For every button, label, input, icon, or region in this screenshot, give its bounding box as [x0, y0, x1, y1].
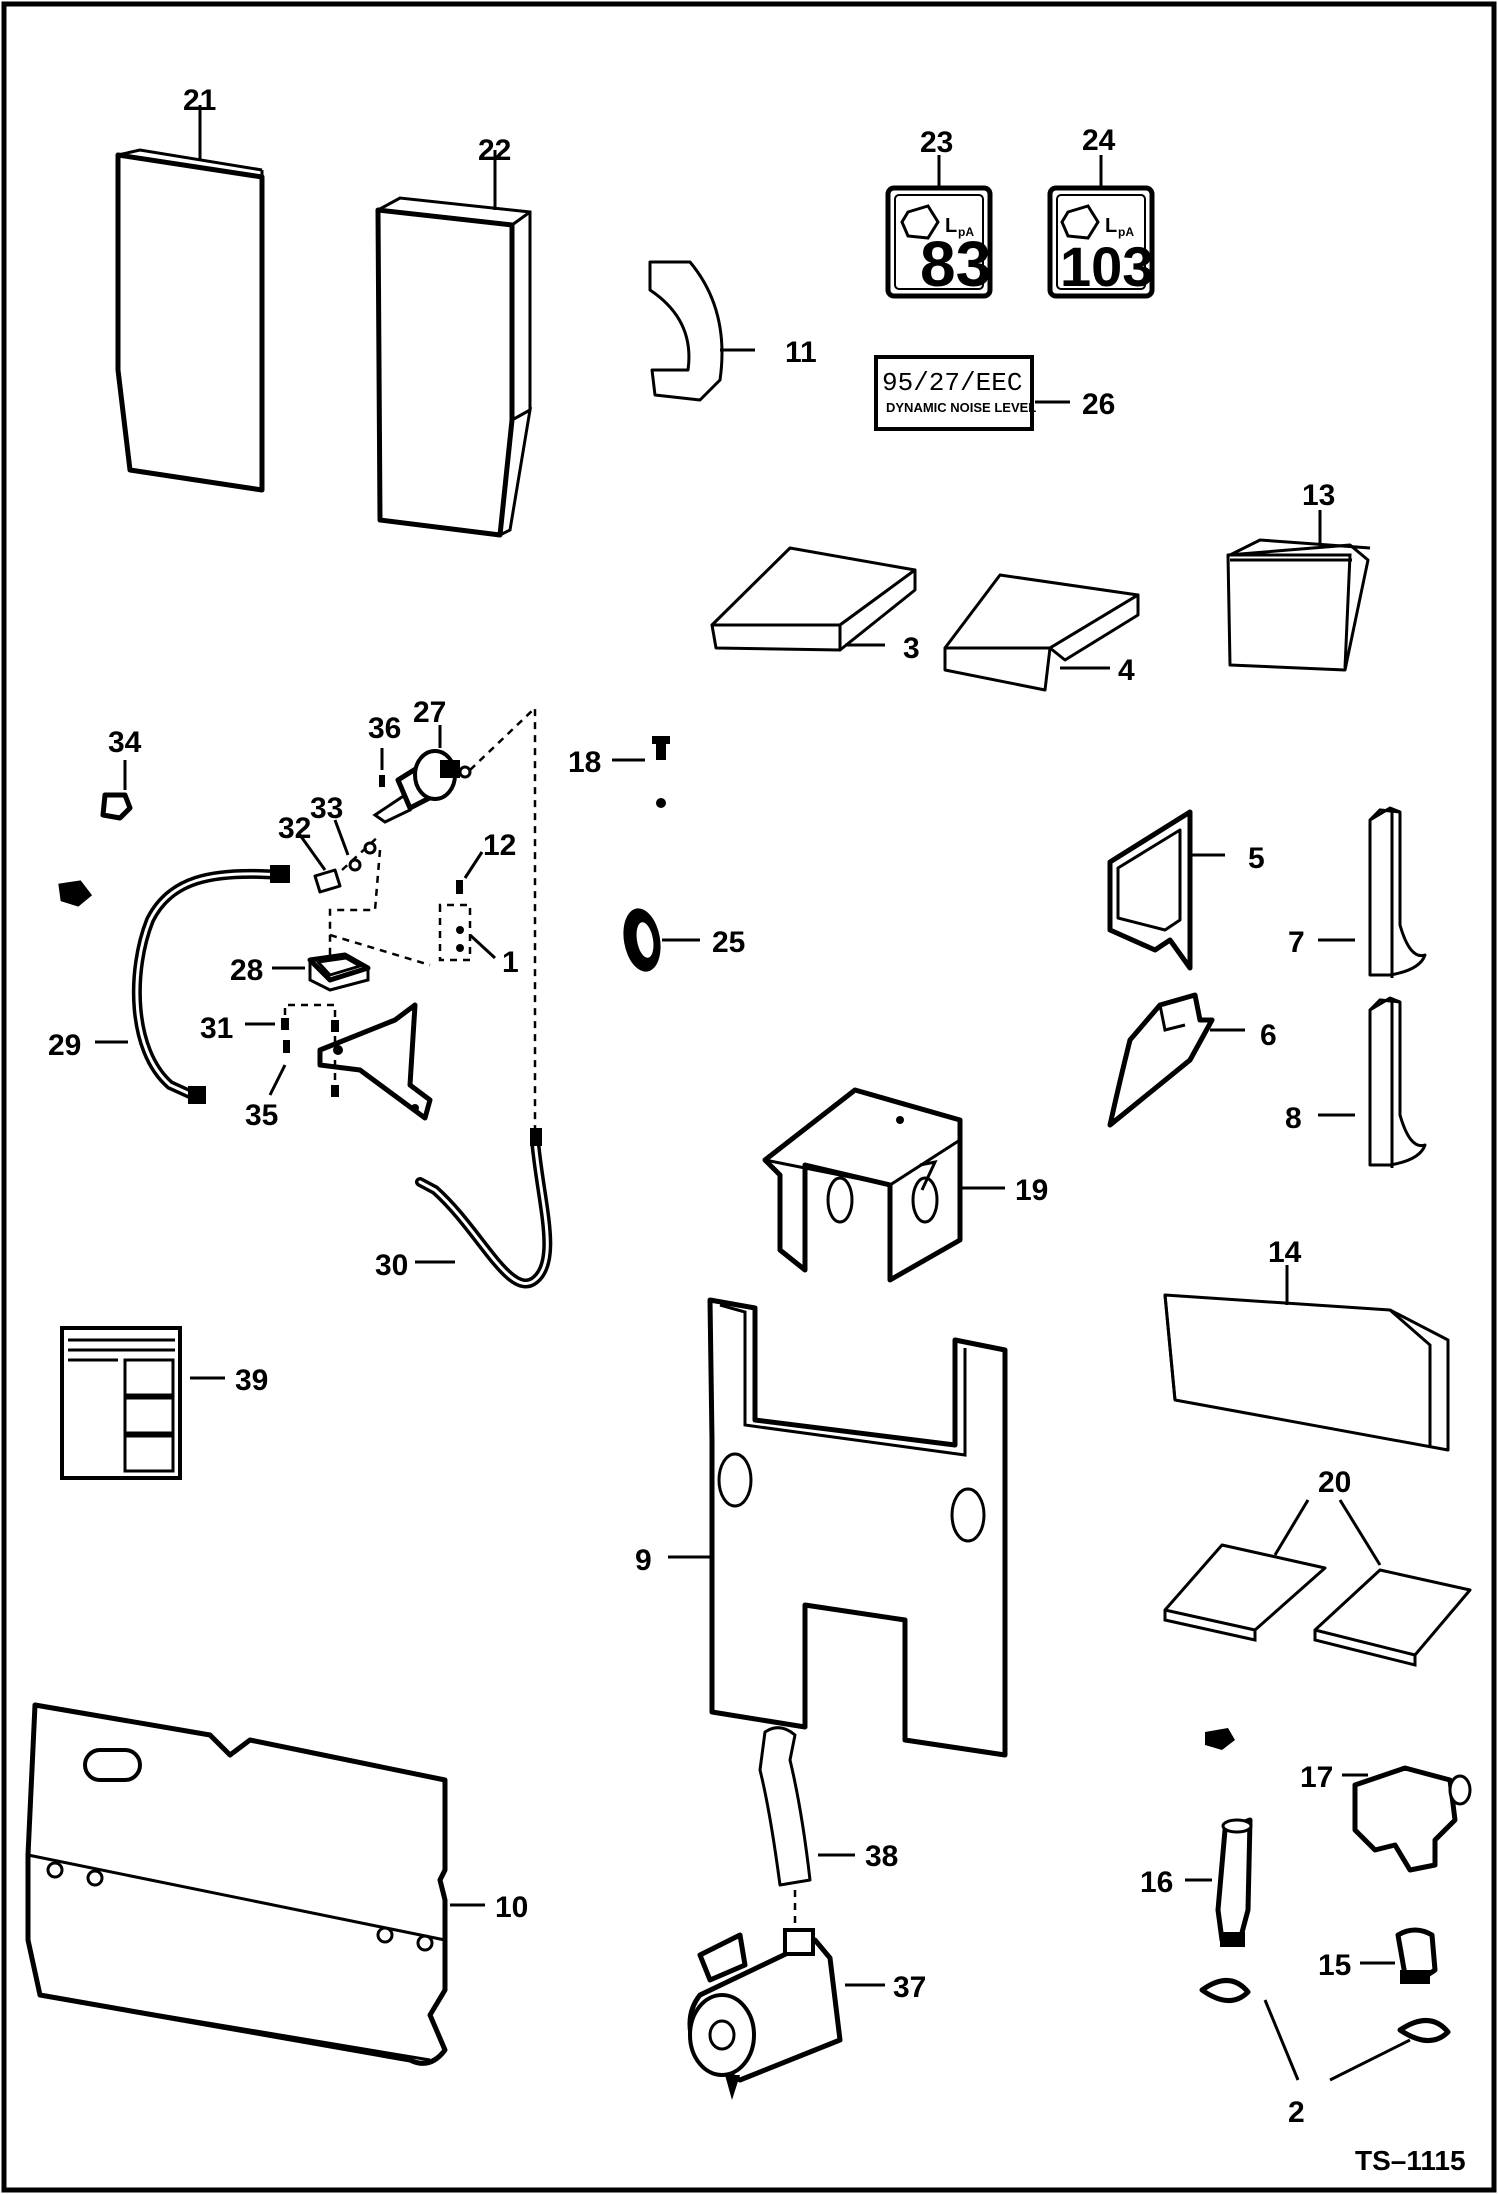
- callout-19: 19: [1015, 1174, 1048, 1207]
- decal-23-sub: pA: [958, 225, 974, 239]
- part-17-elbow: [1342, 1765, 1472, 1873]
- part-25-grommet: [623, 908, 700, 972]
- callout-15: 15: [1318, 1949, 1351, 1982]
- callout-24: 24: [1082, 124, 1116, 157]
- part-36-screw: [379, 748, 385, 787]
- part-15-elbow: [1360, 1927, 1451, 2043]
- callout-4: 4: [1118, 654, 1135, 687]
- callout-25: 25: [712, 926, 745, 959]
- part-32-33-clamp: [298, 819, 382, 965]
- callout-6: 6: [1260, 1019, 1277, 1052]
- callout-33: 33: [310, 792, 343, 825]
- callout-28: 28: [230, 954, 263, 987]
- decal-26-line2: DYNAMIC NOISE LEVEL: [886, 400, 1036, 415]
- decal-24-value: 103: [1060, 235, 1153, 298]
- part-21-foam-panel: [115, 105, 265, 493]
- callout-8: 8: [1285, 1102, 1302, 1135]
- part-16-exhaust-tip: [1185, 1817, 1253, 2003]
- part-28-block: [272, 952, 371, 992]
- callout-26: 26: [1082, 388, 1115, 421]
- part-38-hose: [758, 1726, 855, 1950]
- callout-3: 3: [903, 632, 920, 665]
- callout-32: 32: [278, 812, 311, 845]
- callout-labels: 21 22 23 24 11 26 13 3 4 34 36 27 18 33 …: [48, 84, 1466, 2176]
- decal-23-sound-power: L pA 83: [885, 155, 993, 300]
- part-39-manual: [60, 1326, 225, 1480]
- callout-21: 21: [183, 84, 216, 117]
- callout-13: 13: [1302, 479, 1335, 512]
- part-34-fitting: [100, 760, 133, 821]
- callout-39: 39: [235, 1364, 268, 1397]
- callout-38: 38: [865, 1840, 898, 1873]
- callout-27: 27: [413, 696, 446, 729]
- decal-23-value: 83: [920, 228, 991, 300]
- callout-2: 2: [1288, 2096, 1305, 2129]
- callout-1: 1: [502, 946, 519, 979]
- decal-23-unit: L: [945, 215, 957, 237]
- part-19-cover: [762, 1087, 1005, 1283]
- callout-37: 37: [893, 1971, 926, 2004]
- part-12-bolt: [329, 851, 497, 967]
- decal-24-unit: L: [1105, 215, 1117, 237]
- part-14-foam: [1163, 1265, 1450, 1452]
- part-29-hose: [95, 865, 290, 1104]
- decal-26-eec: 95/27/EEC DYNAMIC NOISE LEVEL: [874, 355, 1070, 431]
- decal-24-sound-power: L pA 103: [1047, 155, 1155, 299]
- callout-36: 36: [368, 712, 401, 745]
- callout-10: 10: [495, 1891, 528, 1924]
- part-27-canister: [372, 705, 537, 1130]
- part-37-muffler: [687, 1928, 885, 2100]
- bolt: [1205, 1728, 1235, 1750]
- part-10-panel: [25, 1702, 485, 2066]
- part-7-foam: [1318, 806, 1427, 978]
- decal-26-line1: 95/27/EEC: [882, 368, 1022, 398]
- part-5-foam: [1107, 809, 1225, 971]
- callout-7: 7: [1288, 926, 1305, 959]
- part-20-foam-pads: [1163, 1499, 1472, 1667]
- callout-31: 31: [200, 1012, 233, 1045]
- part-8-foam: [1318, 996, 1427, 1168]
- callout-35: 35: [245, 1099, 278, 1132]
- part-18-bolt: [612, 736, 670, 808]
- callout-17: 17: [1300, 1761, 1333, 1794]
- part-9-panel: [668, 1297, 1008, 1758]
- callout-12: 12: [483, 829, 516, 862]
- part-4-foam: [943, 573, 1140, 692]
- fitting: [58, 880, 93, 907]
- part-6-foam: [1107, 992, 1245, 1128]
- part-30-hose: [415, 1128, 553, 1289]
- callout-30: 30: [375, 1249, 408, 1282]
- callout-34: 34: [108, 726, 142, 759]
- part-3-foam: [710, 546, 917, 652]
- drawing-number: TS–1115: [1355, 2145, 1466, 2176]
- callout-29: 29: [48, 1029, 81, 1062]
- callout-9: 9: [635, 1544, 652, 1577]
- part-2-clamp-leaders: [1263, 1999, 1411, 2082]
- callout-14: 14: [1268, 1236, 1302, 1269]
- callout-22: 22: [478, 134, 511, 167]
- part-22-foam-panel: [375, 150, 532, 538]
- callout-18: 18: [568, 746, 601, 779]
- bracket: [245, 1002, 433, 1121]
- callout-5: 5: [1248, 842, 1265, 875]
- part-13-foam: [1226, 510, 1371, 672]
- callout-11: 11: [785, 336, 817, 369]
- part-11-bracket: [648, 260, 755, 402]
- decal-24-sub: pA: [1118, 225, 1134, 239]
- callout-20: 20: [1318, 1466, 1351, 1499]
- callout-16: 16: [1140, 1866, 1173, 1899]
- callout-23: 23: [920, 126, 953, 159]
